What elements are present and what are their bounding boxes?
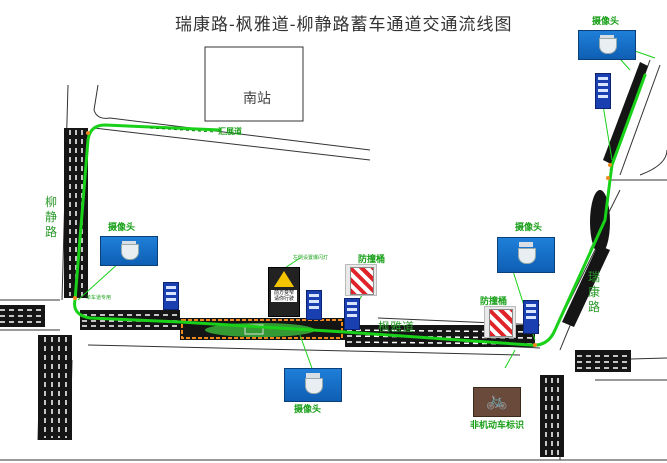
warning-sign: 前方变窄 请你行驶	[268, 267, 300, 317]
camera-label-bottom: 摄像头	[294, 405, 322, 415]
camera-label-right: 摄像头	[515, 223, 543, 233]
lane-note-left: 单车道专用	[86, 295, 112, 301]
vertical-sign-icon	[344, 298, 360, 330]
huizhan-label: 汇展道	[218, 127, 242, 136]
camera-label-top-right: 摄像头	[592, 17, 620, 27]
marker-dots	[73, 131, 612, 347]
camera-icon	[100, 236, 158, 266]
warning-sign-text: 前方变窄 请你行驶	[271, 290, 297, 302]
vertical-sign-icon	[595, 73, 611, 109]
road-name-ruikang: 瑞康路	[588, 270, 601, 314]
road-name-fengya: 枫雅道	[378, 320, 415, 334]
barrier-barrel-icon	[345, 264, 377, 296]
bike-sign-label: 非机动车标识	[470, 421, 525, 431]
barrier-barrel-icon	[484, 306, 516, 338]
bicycle-icon: 🚲	[473, 387, 521, 417]
vertical-sign-icon	[306, 290, 322, 320]
south-station-label: 南站	[243, 91, 271, 107]
camera-icon	[497, 237, 555, 273]
camera-icon	[284, 368, 342, 402]
traffic-route	[73, 73, 647, 347]
vertical-sign-icon	[523, 300, 539, 334]
vertical-sign-icon	[163, 282, 179, 310]
route-dots	[149, 127, 216, 133]
barrier-label-mid: 防撞桶	[358, 255, 386, 265]
camera-icon	[578, 30, 636, 60]
diagram-title: 瑞康路-枫雅道-柳静路蓄车通道交通流线图	[175, 15, 513, 35]
road-name-liujing: 柳静路	[45, 195, 58, 239]
camera-label-left: 摄像头	[108, 223, 136, 233]
barrier-label-right: 防撞桶	[480, 297, 508, 307]
orange-restricted-lane	[181, 319, 343, 339]
south-station-building	[204, 46, 304, 122]
flash-light-note: 左侧设置爆闪灯	[293, 255, 329, 261]
warning-triangle-icon	[274, 271, 294, 287]
